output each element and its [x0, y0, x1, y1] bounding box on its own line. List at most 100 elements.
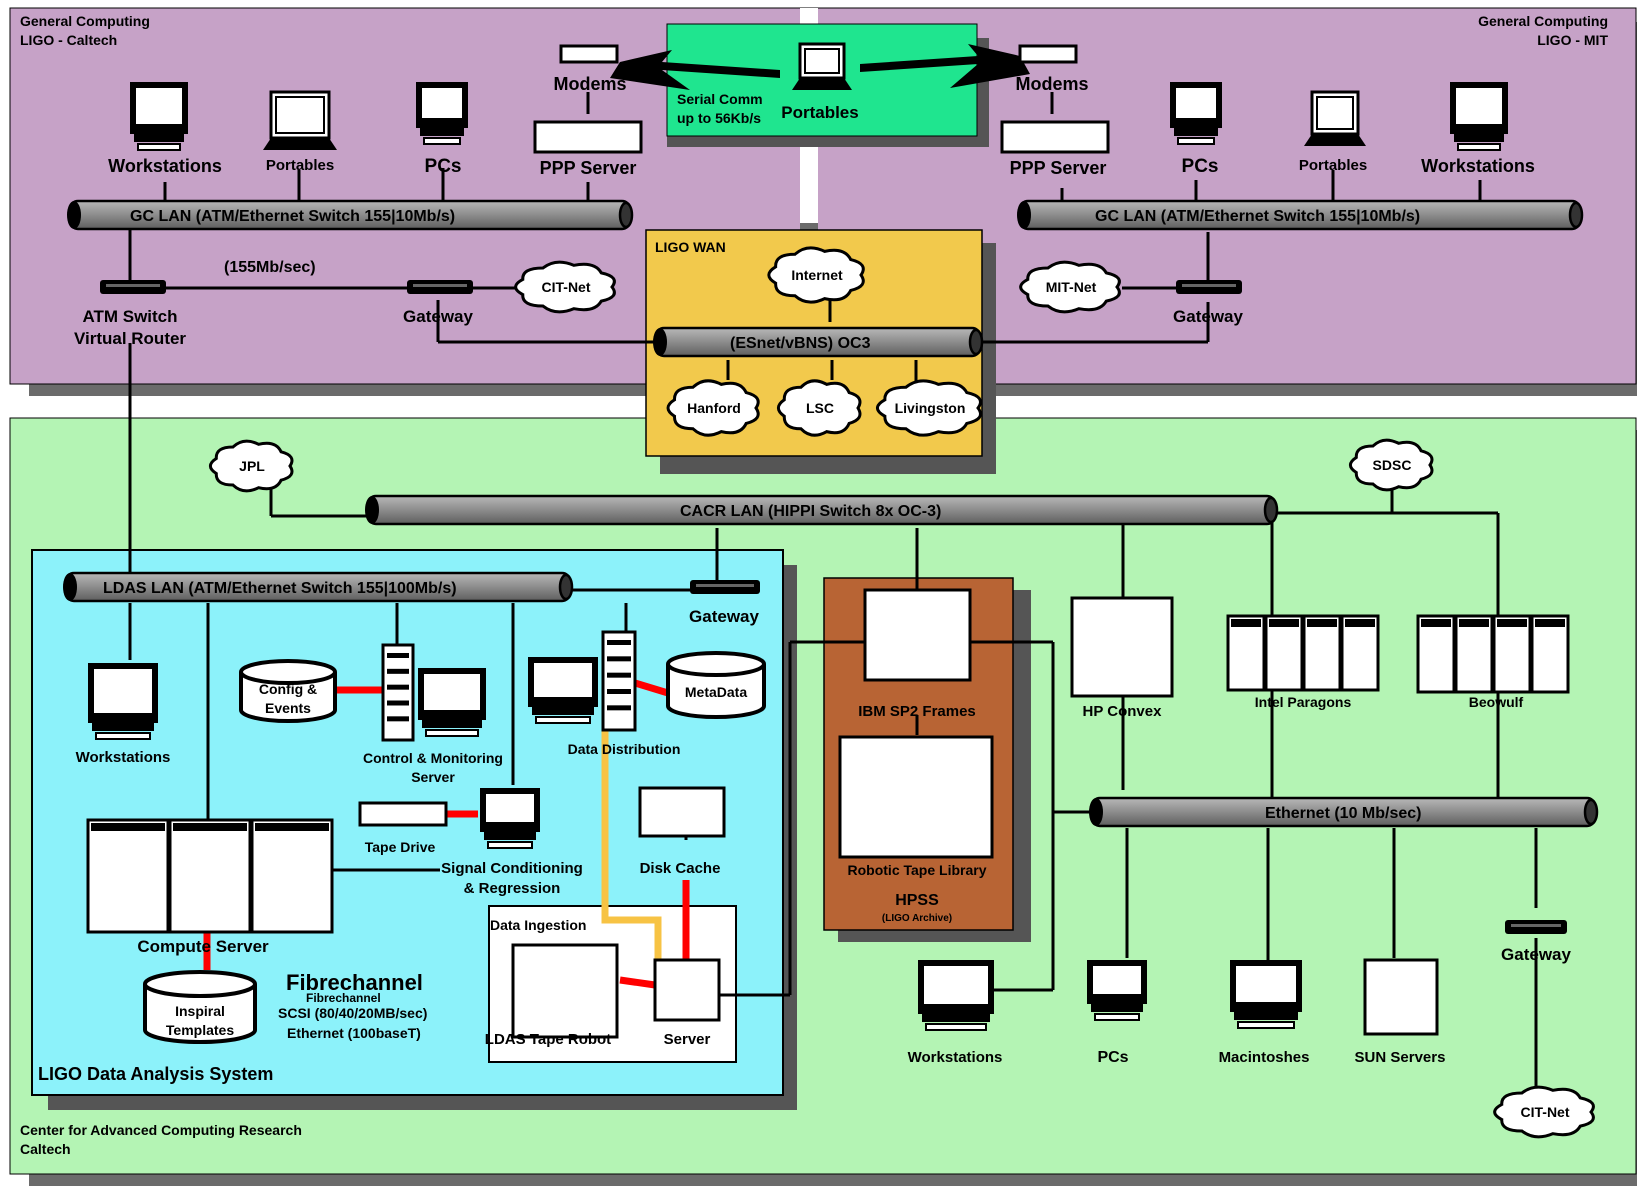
workstations-caltech-label: Workstations — [108, 156, 222, 176]
disk-cache-label: Disk Cache — [640, 860, 721, 877]
metadata-label: MetaData — [685, 684, 747, 700]
jpl-label: JPL — [239, 458, 265, 474]
hanford-cloud-icon: Hanford — [668, 381, 758, 435]
control-monitoring-label-line-1: Control & Monitoring — [363, 750, 503, 766]
beowulf-label: Beowulf — [1469, 694, 1524, 710]
ibm-sp2-icon — [865, 590, 970, 680]
inspiral-templates-label-line-2: Templates — [166, 1022, 234, 1038]
jpl-cloud-icon: JPL — [210, 441, 292, 491]
gateway-mit-icon — [1176, 280, 1242, 294]
lsc-cloud-icon: LSC — [778, 381, 860, 435]
ibm-sp2-label: IBM SP2 Frames — [858, 703, 976, 720]
intel-paragons-label: Intel Paragons — [1255, 694, 1352, 710]
ldas-region-title: LIGO Data Analysis System — [38, 1064, 273, 1084]
ppp-server-mit-icon — [1002, 122, 1108, 152]
wan-region-title: LIGO WAN — [655, 239, 726, 255]
signal-conditioning-icon — [480, 788, 540, 848]
ingest-server-icon — [655, 960, 719, 1020]
atm-switch-label-line-1: ATM Switch — [82, 307, 177, 326]
data-distribution-monitor-icon — [528, 657, 598, 723]
config-events-label-line-1: Config & — [259, 681, 317, 697]
workstations-mit-label: Workstations — [1421, 156, 1535, 176]
intel-paragons-icon — [1228, 616, 1378, 690]
config-events-label-line-2: Events — [265, 700, 311, 716]
ppp-server-caltech-icon — [535, 122, 641, 152]
pcs-mit-label: PCs — [1182, 156, 1219, 177]
internet-label: Internet — [791, 267, 843, 283]
sdsc-cloud-icon: SDSC — [1350, 440, 1432, 490]
gateway-caltech-label: Gateway — [403, 307, 473, 326]
esnet-bus: (ESnet/vBNS) OC3 — [653, 328, 982, 356]
gc-lan-caltech-label: GC LAN (ATM/Ethernet Switch 155|10Mb/s) — [130, 208, 455, 225]
ldas-tape-robot-icon — [513, 945, 617, 1037]
cit-net-bottom-cloud-icon: CIT-Net — [1495, 1087, 1594, 1137]
macintoshes-label: Macintoshes — [1219, 1049, 1310, 1066]
control-monitoring-monitor-icon — [418, 668, 486, 736]
pcs-cacr-icon — [1087, 960, 1147, 1020]
legend-ethernet: Ethernet (100baseT) — [287, 1025, 421, 1041]
sun-servers-label: SUN Servers — [1355, 1049, 1446, 1066]
tape-drive-icon — [360, 803, 446, 825]
gc-lan-mit-label: GC LAN (ATM/Ethernet Switch 155|10Mb/s) — [1095, 208, 1420, 225]
gateway-mit-label: Gateway — [1173, 307, 1243, 326]
gateway-ldas-icon — [690, 580, 760, 594]
macintoshes-icon — [1230, 960, 1302, 1028]
hpss-subtitle: (LIGO Archive) — [882, 913, 952, 924]
inspiral-templates-label-line-1: Inspiral — [175, 1003, 225, 1019]
serial-comm-label-line-1: Serial Comm — [677, 91, 763, 107]
sun-servers-icon — [1365, 960, 1437, 1034]
portables-caltech-label: Portables — [266, 157, 334, 174]
signal-conditioning-label-line-1: Signal Conditioning — [441, 860, 583, 877]
data-distribution-label: Data Distribution — [568, 741, 681, 757]
modems-caltech-icon — [561, 46, 617, 62]
gateway-caltech-icon — [407, 280, 473, 294]
workstations-cacr-icon — [918, 960, 994, 1030]
internet-cloud-icon: Internet — [769, 248, 863, 302]
cacr-lan-bus: CACR LAN (HIPPI Switch 8x OC-3) — [365, 496, 1277, 524]
ethernet-bus: Ethernet (10 Mb/sec) — [1089, 798, 1597, 826]
ppp-server-caltech-label: PPP Server — [540, 158, 637, 178]
atm-switch-icon — [100, 280, 166, 294]
atm-switch-label-line-2: Virtual Router — [74, 329, 186, 348]
modems-mit-icon — [1020, 46, 1076, 62]
data-ingestion-title: Data Ingestion — [490, 917, 586, 933]
compute-server-icon — [88, 820, 332, 932]
ethernet-label: Ethernet (10 Mb/sec) — [1265, 805, 1421, 822]
portables-caltech-icon — [263, 92, 337, 150]
portables-center-icon — [792, 44, 852, 90]
esnet-label: (ESnet/vBNS) OC3 — [730, 335, 871, 352]
beowulf-icon — [1418, 616, 1568, 692]
ldas-lan-label: LDAS LAN (ATM/Ethernet Switch 155|100Mb/… — [103, 580, 457, 597]
workstations-cacr-label: Workstations — [908, 1049, 1003, 1066]
legend-fibrechannel-small: Fibrechannel — [306, 991, 381, 1005]
ppp-server-mit-label: PPP Server — [1010, 158, 1107, 178]
hpss-title: HPSS — [895, 892, 939, 909]
sdsc-label: SDSC — [1373, 457, 1412, 473]
ldas-lan-bus: LDAS LAN (ATM/Ethernet Switch 155|100Mb/… — [63, 573, 572, 601]
pcs-caltech-label: PCs — [425, 156, 462, 177]
pcs-caltech-icon — [416, 82, 468, 144]
tape-drive-label: Tape Drive — [365, 839, 436, 855]
legend-scsi: SCSI (80/40/20MB/sec) — [278, 1005, 427, 1021]
mit-region-title-line-2: LIGO - MIT — [1537, 32, 1608, 48]
cacr-lan-label: CACR LAN (HIPPI Switch 8x OC-3) — [680, 503, 941, 520]
gateway-cacr-icon — [1505, 920, 1567, 934]
gateway-cacr-label: Gateway — [1501, 945, 1571, 964]
control-monitoring-label-line-2: Server — [411, 769, 455, 785]
robotic-tape-label: Robotic Tape Library — [848, 862, 987, 878]
cit-net-top-cloud-icon: CIT-Net — [516, 262, 615, 312]
livingston-cloud-icon: Livingston — [877, 381, 980, 435]
modems-mit-label: Modems — [1015, 74, 1088, 94]
cacr-region-title-line-2: Caltech — [20, 1141, 71, 1157]
hp-convex-icon — [1072, 598, 1172, 696]
portables-mit-label: Portables — [1299, 157, 1367, 174]
workstations-ldas-label: Workstations — [76, 749, 171, 766]
disk-cache-icon — [640, 788, 724, 836]
caltech-region-title-line-2: LIGO - Caltech — [20, 32, 117, 48]
gc-lan-caltech-bus: GC LAN (ATM/Ethernet Switch 155|10Mb/s) — [67, 201, 632, 229]
mit-net-cloud-icon: MIT-Net — [1021, 262, 1120, 312]
gateway-ldas-label: Gateway — [689, 607, 759, 626]
compute-server-label: Compute Server — [137, 937, 269, 956]
